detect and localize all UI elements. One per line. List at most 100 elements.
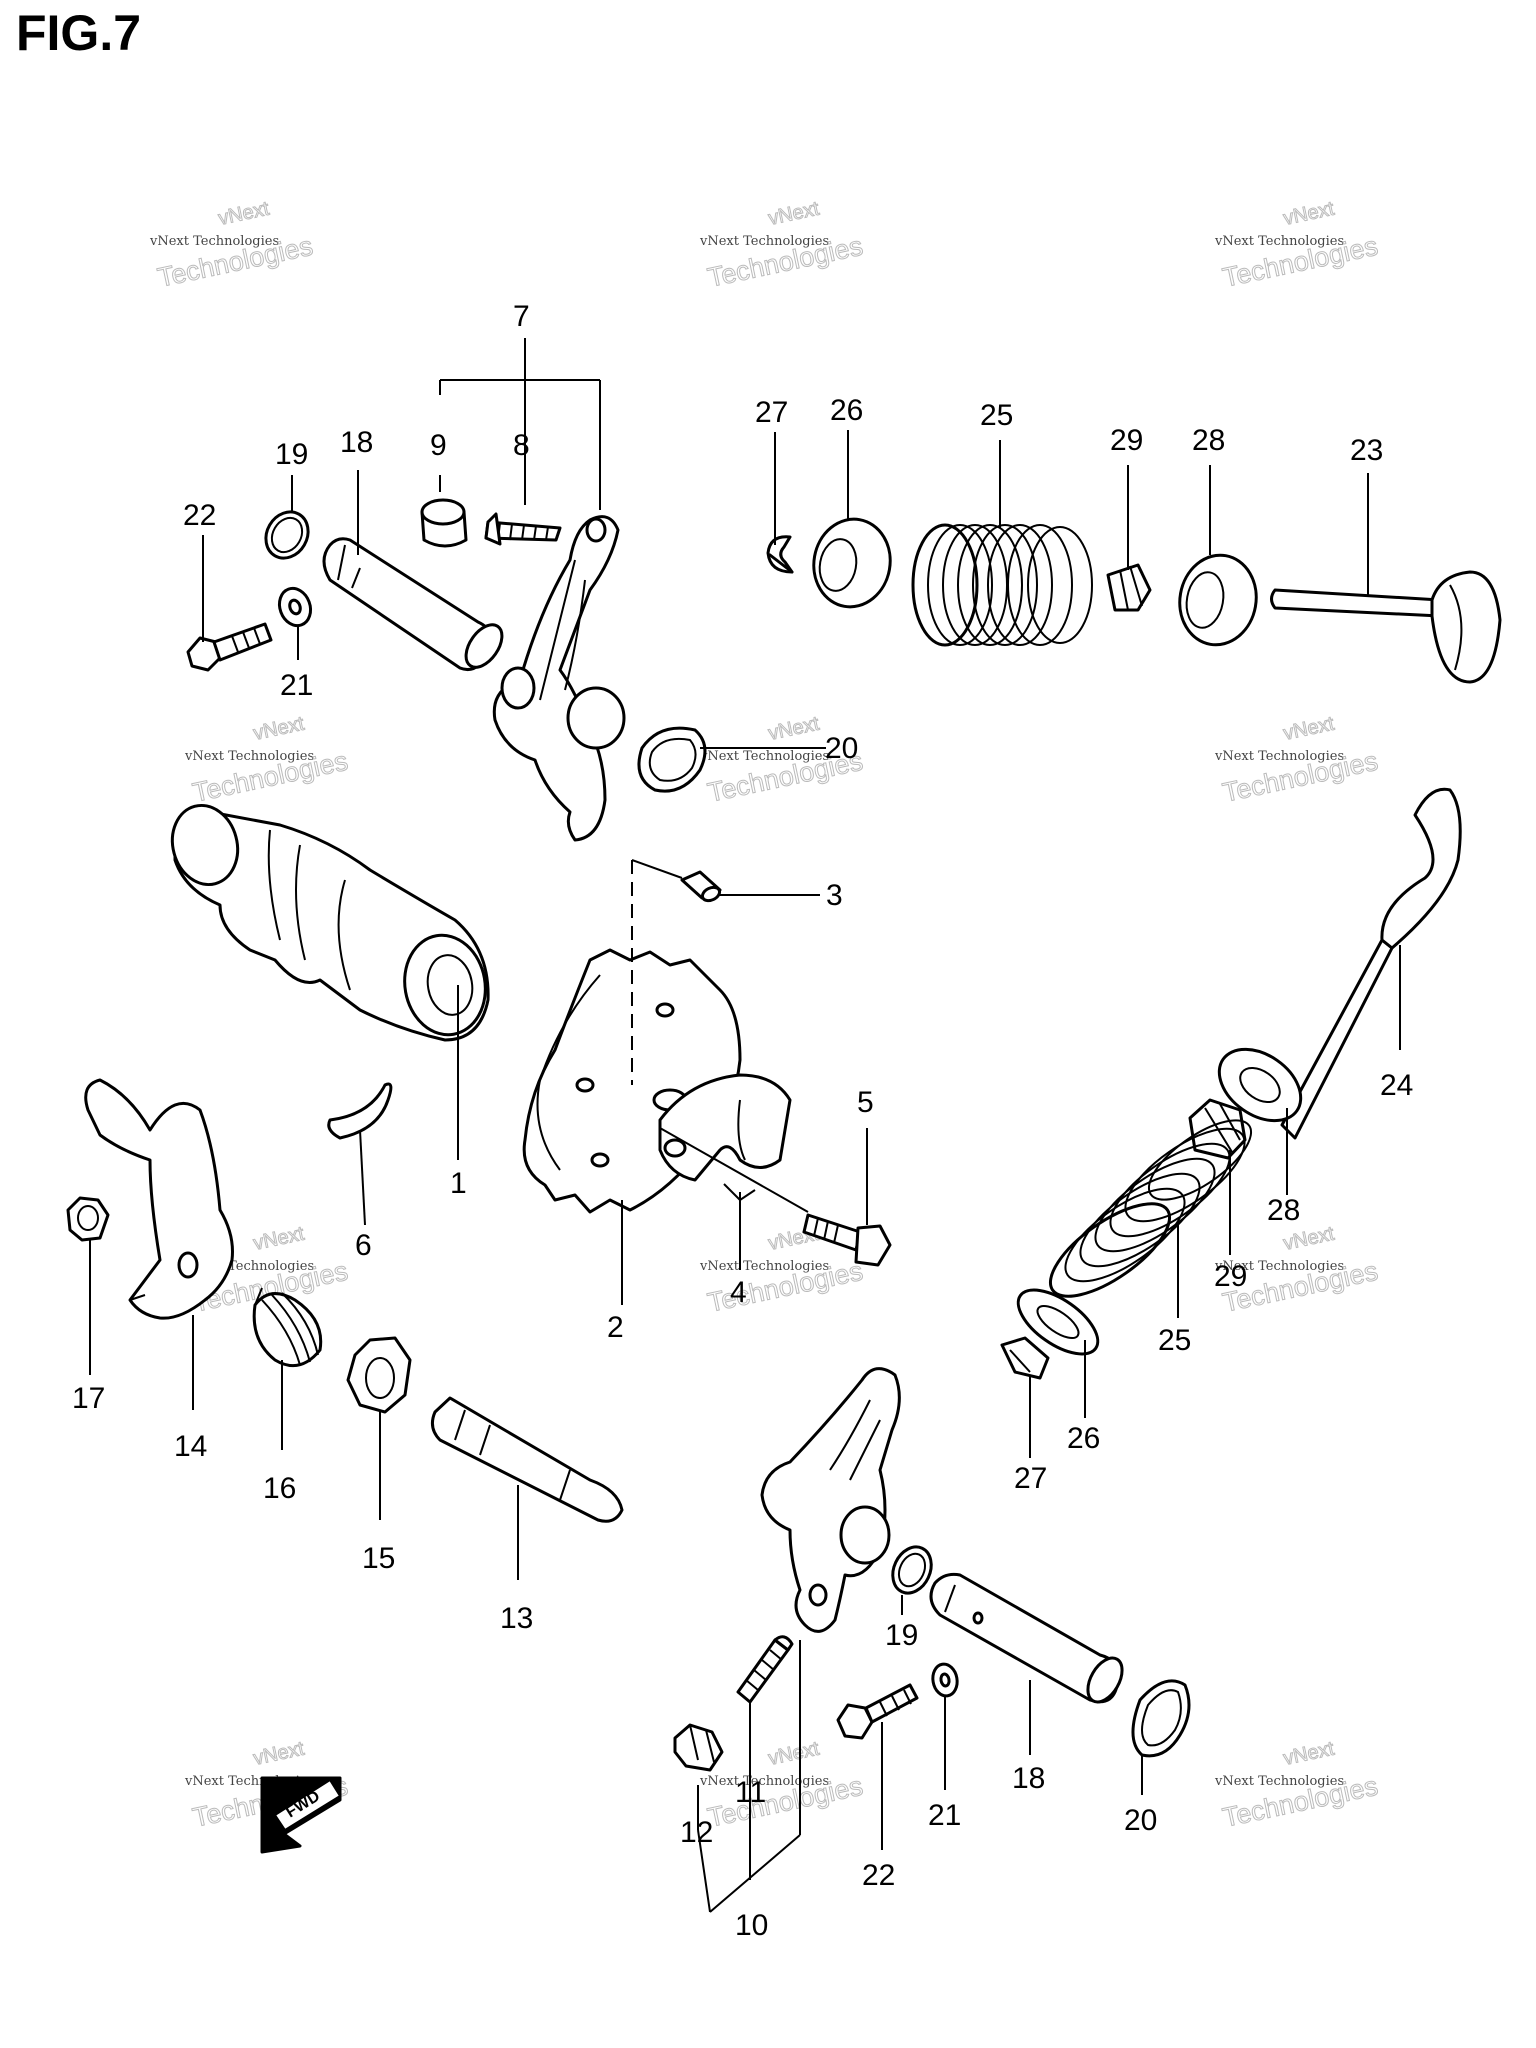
callout-25-lower: 25 — [1158, 1324, 1191, 1357]
part-21-washer-upper — [277, 586, 313, 628]
watermark-text: vNext Technologies — [1214, 234, 1344, 249]
watermark-vnext: vNext — [766, 198, 821, 230]
callout-21-lower: 21 — [928, 1799, 961, 1832]
part-18-rocker-shaft-lower — [929, 1572, 1124, 1704]
callout-27-lower: 27 — [1014, 1462, 1047, 1495]
callout-20-lower: 20 — [1124, 1804, 1157, 1837]
watermark-vnext: vNext — [251, 1738, 306, 1770]
callout-17: 17 — [72, 1382, 105, 1415]
part-11-adjust-screw-lower — [736, 1635, 794, 1704]
watermark: vNext vNext Technologies Technologies — [699, 197, 866, 293]
part-26-retainer-upper — [812, 517, 892, 609]
part-8-adjust-screw — [484, 512, 562, 546]
watermark-vnext: vNext — [216, 198, 271, 230]
part-20-gasket-upper — [637, 726, 707, 793]
watermark: vNext vNext Technologies Technologies — [149, 197, 316, 293]
watermark: vNext vNext Technologies Technologies — [1214, 197, 1381, 293]
part-19-oring-lower — [891, 1545, 933, 1595]
callout-24: 24 — [1380, 1069, 1413, 1102]
callout-18-upper: 18 — [340, 426, 373, 459]
callout-3: 3 — [826, 879, 843, 912]
watermark-vnext: vNext — [251, 1223, 306, 1255]
callout-19-upper: 19 — [275, 438, 308, 471]
part-17-nut — [66, 1196, 110, 1242]
watermark-vnext: vNext — [1281, 1223, 1336, 1255]
part-22-bolt-upper — [186, 622, 273, 672]
watermark-text: vNext Technologies — [1214, 749, 1344, 764]
part-4-lock-plate — [658, 1073, 792, 1182]
part-28-spring-seat-upper — [1178, 553, 1258, 647]
callout-8: 8 — [513, 429, 530, 462]
watermark: vNext vNext Technologies Technologies — [699, 1737, 866, 1833]
watermark-text: vNext Technologies — [1214, 1259, 1344, 1274]
part-26-retainer-lower — [1016, 1288, 1100, 1356]
part-13-decomp-shaft — [430, 1396, 624, 1523]
part-21-washer-lower — [931, 1662, 959, 1698]
watermark: vNext vNext Technologies Technologies — [184, 712, 351, 808]
watermark-vnext: vNext — [1281, 1738, 1336, 1770]
watermark-text: vNext Technologies — [699, 234, 829, 249]
part-16-spring — [252, 1287, 323, 1368]
callout-2: 2 — [607, 1311, 624, 1344]
part-15-hex-nut — [346, 1336, 412, 1414]
callout-14: 14 — [174, 1430, 207, 1463]
callout-13: 13 — [500, 1602, 533, 1635]
figure-title: FIG.7 — [16, 5, 142, 61]
watermark-text: vNext Technologies — [184, 749, 314, 764]
part-18-rocker-shaft-upper — [322, 537, 504, 671]
watermark-vnext: vNext — [1281, 713, 1336, 745]
callout-4: 4 — [730, 1276, 747, 1309]
part-23-intake-valve — [1270, 570, 1502, 684]
part-9-cap — [420, 498, 468, 548]
callout-10: 10 — [735, 1909, 768, 1942]
watermark-vnext: vNext — [1281, 198, 1336, 230]
callout-29-upper: 29 — [1110, 424, 1143, 457]
callout-27-upper: 27 — [755, 396, 788, 429]
watermark-text: vNext Technologies — [699, 749, 829, 764]
part-1-camshaft — [170, 803, 490, 1042]
callout-26-upper: 26 — [830, 394, 863, 427]
callout-21-upper: 21 — [280, 669, 313, 702]
callout-18-lower: 18 — [1012, 1762, 1045, 1795]
part-6-crescent-key — [327, 1082, 393, 1140]
leader-lines — [89, 338, 1401, 1913]
part-29-seal-upper — [1106, 563, 1152, 612]
callout-20-upper: 20 — [825, 732, 858, 765]
part-12-lock-nut — [673, 1723, 724, 1772]
part-27-cotter-lower — [1000, 1336, 1050, 1380]
watermark-vnext: vNext — [251, 713, 306, 745]
callout-22-lower: 22 — [862, 1859, 895, 1892]
callout-25-upper: 25 — [980, 399, 1013, 432]
callout-22-upper: 22 — [183, 499, 216, 532]
part-19-oring-upper — [264, 510, 310, 560]
watermark-text: vNext Technologies — [1214, 1774, 1344, 1789]
callout-12: 12 — [680, 1816, 713, 1849]
part-25-spring-lower — [1048, 1119, 1253, 1298]
fwd-arrow-icon: FWD — [260, 1776, 342, 1854]
callout-28-lower: 28 — [1267, 1194, 1300, 1227]
callout-26-lower: 26 — [1067, 1422, 1100, 1455]
part-24-exhaust-valve — [1280, 787, 1462, 1140]
part-28-spring-seat-lower — [1217, 1047, 1303, 1123]
callout-29-lower: 29 — [1214, 1260, 1247, 1293]
callout-9: 9 — [430, 429, 447, 462]
callout-23: 23 — [1350, 434, 1383, 467]
watermark: vNext vNext Technologies Technologies — [1214, 1737, 1381, 1833]
watermark-text: vNext Technologies — [149, 234, 279, 249]
part-22-bolt-lower — [836, 1683, 919, 1740]
part-14-lever — [84, 1078, 234, 1320]
callout-1: 1 — [450, 1167, 467, 1200]
callout-6: 6 — [355, 1229, 372, 1262]
part-27-cotter-upper — [766, 535, 794, 574]
watermark: vNext vNext Technologies Technologies — [1214, 712, 1381, 808]
callout-19-lower: 19 — [885, 1619, 918, 1652]
part-25-spring-upper — [911, 523, 1093, 647]
callout-15: 15 — [362, 1542, 395, 1575]
callout-7: 7 — [513, 300, 530, 333]
watermark-text: vNext Technologies — [699, 1259, 829, 1274]
part-5-sprocket-bolt — [802, 1213, 892, 1267]
watermark-text: vNext Technologies — [699, 1774, 829, 1789]
watermark-vnext: vNext — [766, 713, 821, 745]
part-7-rocker-arm-upper — [492, 515, 626, 842]
callout-28-upper: 28 — [1192, 424, 1225, 457]
